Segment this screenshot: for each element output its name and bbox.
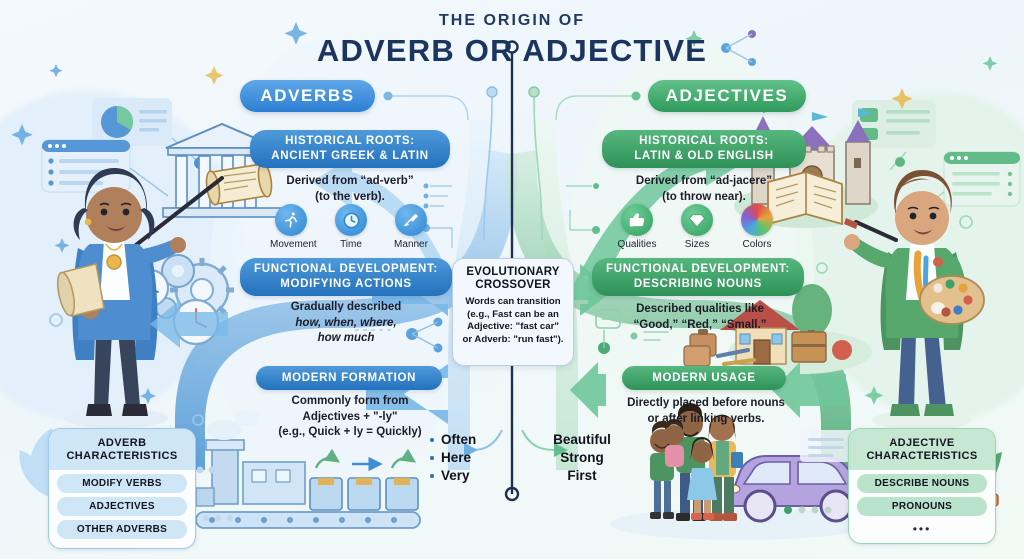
adverb-historical-heading: HISTORICAL ROOTS: ANCIENT GREEK & LATIN: [250, 130, 450, 168]
adjective-characteristics-heading-line2: CHARACTERISTICS: [866, 450, 978, 463]
adjective-characteristic-chip-1[interactable]: DESCRIBE NOUNS: [857, 474, 987, 494]
adverb-characteristic-chip-2[interactable]: ADJECTIVES: [57, 497, 187, 517]
adverb-icon-time-label: Time: [340, 239, 362, 250]
adverb-functional-body-line2: how, when, where,: [295, 316, 397, 329]
brush-icon: [395, 204, 427, 236]
crossover-body-line3: Adjective: "fast car": [467, 321, 559, 333]
page-title: THE ORIGIN OF ADVERB OR ADJECTIVE: [0, 12, 1024, 69]
arrow-left-loop: [150, 300, 228, 348]
adjective-modern-heading: MODERN USAGE: [622, 366, 786, 390]
section-pill-adjectives-label: ADJECTIVES: [665, 86, 789, 105]
adverb-modern-body-line3: (e.g., Quick + ly = Quickly): [278, 426, 422, 439]
adverb-characteristics-heading: ADVERB CHARACTERISTICS: [49, 429, 195, 471]
adverb-example-1: Often: [430, 431, 476, 449]
adjective-functional-heading-line1: FUNCTIONAL DEVELOPMENT:: [606, 263, 790, 276]
thumbs-up-icon: [621, 204, 653, 236]
adverb-historical-heading-line2: ANCIENT GREEK & LATIN: [271, 150, 429, 162]
adjective-icon-qualities[interactable]: Qualities: [616, 204, 658, 250]
adjective-characteristics-heading: ADJECTIVE CHARACTERISTICS: [849, 429, 995, 471]
adjective-historical-body: Derived from “ad-jacere” (to throw near)…: [606, 174, 802, 205]
clock-icon: [335, 204, 367, 236]
title-mainline: ADVERB OR ADJECTIVE: [316, 33, 708, 68]
gears-and-clocks-illustration: [130, 254, 234, 346]
adverb-example-2: Here: [430, 449, 476, 467]
crossover-heading-line1: EVOLUTIONARY: [466, 266, 560, 278]
section-pill-adjectives[interactable]: ADJECTIVES: [648, 80, 806, 112]
adverb-functional-body-line1: Gradually described: [290, 301, 402, 313]
evolutionary-crossover-card: EVOLUTIONARY CROSSOVER Words can transit…: [452, 258, 574, 366]
adjective-characteristics-more: •••: [912, 522, 932, 537]
adjective-modern-body: Directly placed before nouns or after li…: [600, 396, 812, 427]
adjective-icon-colors[interactable]: Colors: [736, 204, 778, 250]
crossover-heading-line2: CROSSOVER: [475, 279, 551, 292]
adverb-historical-body: Derived from “ad-verb” (to the verb).: [252, 174, 448, 205]
adverb-characteristic-chip-1[interactable]: MODIFY VERBS: [57, 474, 187, 494]
adverb-icon-manner-label: Manner: [394, 239, 428, 250]
adjective-icon-colors-label: Colors: [742, 239, 772, 250]
adjective-historical-heading: HISTORICAL ROOTS: LATIN & OLD ENGLISH: [602, 130, 806, 168]
adverb-characteristics-heading-line2: CHARACTERISTICS: [66, 450, 178, 463]
adjective-characteristics-card: ADJECTIVE CHARACTERISTICS DESCRIBE NOUNS…: [848, 428, 996, 545]
adjective-modern-heading-label: MODERN USAGE: [652, 371, 756, 384]
running-icon: [275, 204, 307, 236]
adjective-characteristics-heading-line1: ADJECTIVE: [889, 437, 955, 449]
background-blob-left: [0, 90, 240, 420]
adverb-icon-manner[interactable]: Manner: [390, 204, 432, 250]
adverb-icon-movement-label: Movement: [270, 239, 317, 250]
adjective-historical-icons: Qualities Sizes Colors: [616, 204, 778, 250]
adjective-historical-heading-line1: HISTORICAL ROOTS:: [639, 135, 769, 148]
adverb-historical-heading-line1: HISTORICAL ROOTS:: [285, 135, 415, 148]
adjective-functional-body-line2: “Good,” “Red,” “Small.”: [633, 318, 767, 331]
adjective-functional-body: Described qualities like “Good,” “Red,” …: [598, 302, 802, 333]
adverb-modern-body: Commonly form from Adjectives + "-ly" (e…: [244, 394, 456, 441]
adverb-functional-heading-line2: MODIFYING ACTIONS: [280, 278, 412, 290]
adverb-historical-body-line1: Derived from “ad-verb”: [286, 175, 414, 187]
adjective-functional-heading: FUNCTIONAL DEVELOPMENT: DESCRIBING NOUNS: [592, 258, 804, 296]
adjective-modern-body-line2: or after linking verbs.: [647, 412, 765, 425]
adverb-modern-heading-label: MODERN FORMATION: [281, 371, 417, 384]
color-wheel-icon: [741, 204, 773, 236]
adjective-historical-body-line2: (to throw near).: [662, 190, 746, 203]
adjective-example-1: Beautiful: [553, 432, 611, 447]
crossover-body-line4: or Adverb: "run fast").: [462, 333, 564, 345]
adverb-icon-time[interactable]: Time: [330, 204, 372, 250]
adjective-historical-heading-line2: LATIN & OLD ENGLISH: [634, 150, 774, 162]
adjective-icon-sizes-label: Sizes: [684, 239, 710, 250]
adverb-characteristics-card: ADVERB CHARACTERISTICS MODIFY VERBS ADJE…: [48, 428, 196, 550]
adjective-icon-sizes[interactable]: Sizes: [676, 204, 718, 250]
diamond-icon: [681, 204, 713, 236]
adverb-icon-movement[interactable]: Movement: [270, 204, 317, 250]
adverb-functional-heading: FUNCTIONAL DEVELOPMENT: MODIFYING ACTION…: [240, 258, 452, 296]
title-subline: THE ORIGIN OF: [439, 12, 585, 29]
adjective-example-list: Beautiful Strong First: [540, 431, 624, 484]
adverb-functional-body-line3: how much: [317, 332, 375, 345]
crossover-body-line2: (e.g., Fast can be an: [467, 308, 559, 320]
artist-man-illustration: [844, 170, 985, 430]
adjective-historical-body-line1: Derived from “ad-jacere”: [635, 175, 773, 187]
teacher-woman-illustration: [56, 168, 224, 428]
adjective-characteristic-chip-2[interactable]: PRONOUNS: [857, 497, 987, 517]
adverb-characteristic-chip-3[interactable]: OTHER ADVERBS: [57, 520, 187, 540]
adverb-modern-body-line1: Commonly form from: [291, 395, 409, 407]
adverb-modern-heading: MODERN FORMATION: [256, 366, 442, 390]
adjective-example-3: First: [567, 467, 597, 483]
adverb-example-3: Very: [430, 467, 476, 485]
adverb-functional-heading-line1: FUNCTIONAL DEVELOPMENT:: [254, 263, 438, 276]
background-blob-right: [794, 90, 1024, 420]
adverb-example-list: Often Here Very: [430, 431, 476, 484]
adverb-functional-body: Gradually described how, when, where, ho…: [248, 300, 444, 347]
adverb-historical-body-line2: (to the verb).: [315, 190, 385, 203]
adjective-icon-qualities-label: Qualities: [617, 239, 657, 250]
adverb-historical-icons: Movement Time Manner: [270, 204, 432, 250]
adverb-modern-body-line2: Adjectives + "-ly": [302, 410, 398, 423]
adverb-characteristics-heading-line1: ADVERB: [97, 437, 147, 449]
adjective-example-2: Strong: [560, 449, 604, 465]
adjective-modern-body-line1: Directly placed before nouns: [627, 397, 785, 409]
crossover-body-line1: Words can transition: [465, 296, 561, 308]
adjective-functional-heading-line2: DESCRIBING NOUNS: [633, 278, 763, 290]
section-pill-adverbs[interactable]: ADVERBS: [240, 80, 375, 112]
section-pill-adverbs-label: ADVERBS: [260, 86, 355, 105]
adjective-functional-body-line1: Described qualities like: [636, 303, 764, 315]
